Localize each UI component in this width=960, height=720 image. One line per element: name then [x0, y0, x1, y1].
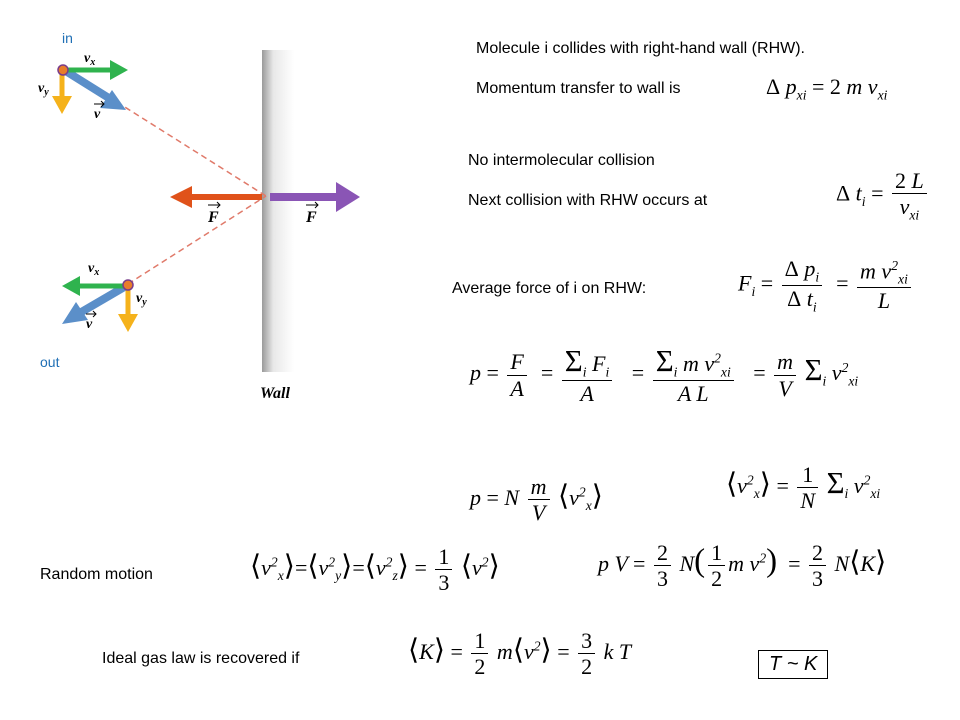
incoming-molecule [57, 64, 69, 76]
in-label: in [62, 30, 73, 46]
line-molecule-collides: Molecule i collides with right-hand wall… [476, 40, 805, 57]
incoming-vy-arrow [52, 72, 72, 114]
line-next-collision: Next collision with RHW occurs at [468, 192, 708, 209]
temperature-relation-box: T ~ K [758, 650, 829, 679]
incoming-velocity-v-arrow [61, 66, 126, 110]
force-on-molecule-arrow [170, 186, 262, 208]
wall-label: Wall [260, 385, 290, 402]
incoming-vx-arrow [64, 60, 128, 80]
force-on-wall-arrow [270, 182, 360, 212]
vx-label-top: vx [84, 51, 95, 68]
outgoing-vx-arrow [62, 276, 126, 296]
outgoing-molecule [122, 279, 134, 291]
outgoing-vy-arrow [118, 288, 138, 332]
force-label-right: F [305, 209, 317, 226]
collision-diagram: vx vy v vx vy v F F Wall [38, 50, 360, 402]
line-momentum-transfer: Momentum transfer to wall is [476, 80, 681, 97]
line-random-motion: Random motion [40, 566, 153, 583]
eq-momentum-transfer: Δ pxi = 2 m vxi [766, 74, 888, 103]
vy-label-bottom: vy [136, 291, 147, 308]
outgoing-path [127, 195, 267, 285]
line-no-intermolecular: No intermolecular collision [468, 152, 655, 169]
wall [262, 50, 294, 372]
vy-label-top: vy [38, 81, 49, 98]
v-label-top: v [94, 107, 101, 122]
vx-label-bottom: vx [88, 261, 99, 278]
v-label-bottom: v [86, 317, 93, 332]
outgoing-velocity-v-arrow [62, 282, 129, 324]
line-average-force: Average force of i on RHW: [452, 280, 647, 297]
line-ideal-gas: Ideal gas law is recovered if [102, 650, 300, 667]
force-label-left: F [207, 209, 219, 226]
out-label: out [40, 354, 60, 370]
